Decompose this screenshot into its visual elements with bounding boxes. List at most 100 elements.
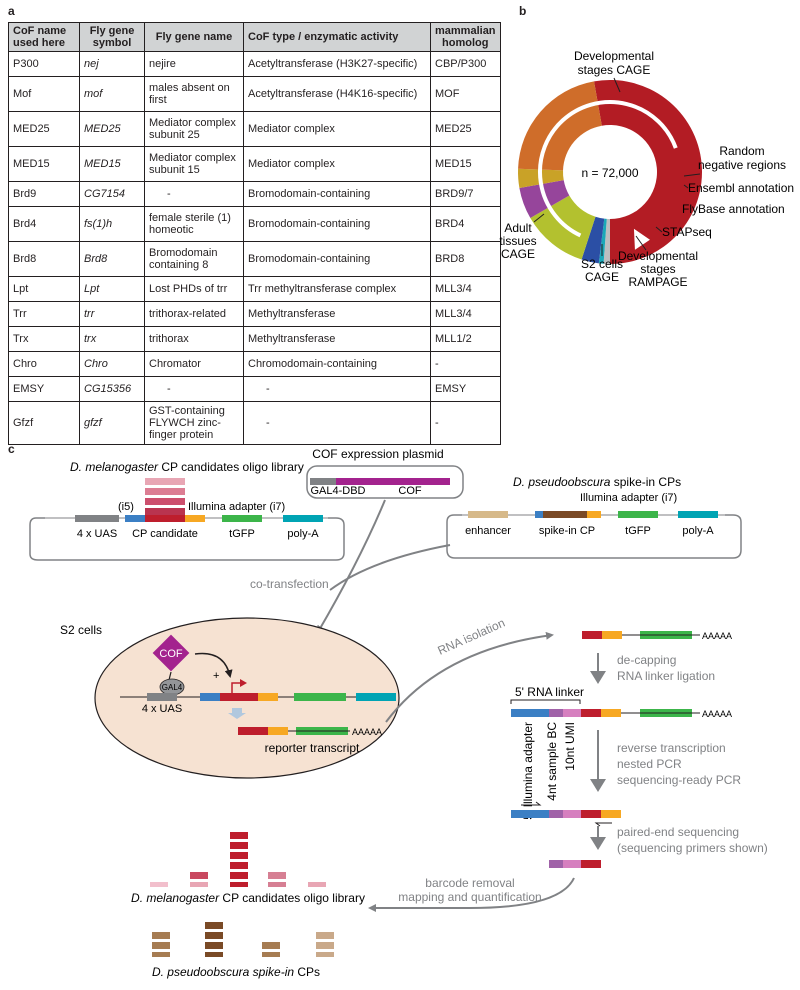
cell-cof-name: Trr: [8, 301, 80, 327]
cell-cof-name: Lpt: [8, 276, 80, 302]
ligation-label: RNA linker ligation: [617, 669, 715, 683]
cell-fly-symbol: trr: [79, 301, 145, 327]
header-fly-symbol: Fly gene symbol: [79, 22, 145, 52]
circular-arrow-icon: [538, 100, 678, 238]
isolated-polya-tail: AAAAA: [702, 631, 732, 641]
cell-cof-name: MED15: [8, 146, 80, 182]
cell-cof-type: Bromodomain-containing: [243, 181, 431, 207]
ligated-polya-tail: AAAAA: [702, 709, 732, 719]
label-dev-cage-1: Developmental: [574, 49, 654, 63]
label-s2-2: CAGE: [585, 270, 619, 284]
cell-fly-symbol: Chro: [79, 351, 145, 377]
label-ensembl: Ensembl annotation: [688, 181, 794, 195]
cell-homolog: -: [430, 351, 501, 377]
cell-fly-gene-name: trithorax: [144, 326, 244, 352]
label-adult-2: tissues: [499, 234, 536, 248]
cell-cof-type: Methyltransferase: [243, 301, 431, 327]
cell-fly-symbol: MED15: [79, 146, 145, 182]
donut-segment-ensembl: [598, 218, 607, 264]
plus-label: +: [213, 670, 219, 682]
cell-fly-symbol: gfzf: [79, 401, 145, 445]
cell-cof-name: Trx: [8, 326, 80, 352]
barcode-removal-label: barcode removal: [425, 876, 514, 890]
cell-fly-symbol: mof: [79, 76, 145, 112]
gal4-label: GAL4: [162, 683, 183, 692]
cell-fly-symbol: Brd8: [79, 241, 145, 277]
enhancer-label: enhancer: [465, 525, 511, 537]
label-rampage-2: stages: [640, 262, 675, 276]
cell-fly-gene-name: -: [144, 376, 244, 402]
cell-fly-gene-name: female sterile (1) homeotic: [144, 206, 244, 242]
cof-diamond: [152, 634, 190, 672]
label-stapseq: STAPseq: [662, 225, 712, 239]
i5-label: (i5): [118, 501, 134, 513]
umi-label: 10nt UMI: [563, 722, 577, 771]
label-rampage-1: Developmental: [618, 249, 698, 263]
s2-cells-label: S2 cells: [60, 623, 102, 637]
donut-segment-flybase: [581, 216, 605, 264]
starrpep-workflow-diagram: COF expression plasmid GAL4-DBD COF D. m…: [29, 447, 768, 979]
cell-fly-gene-name: nejire: [144, 51, 244, 77]
reporter-transcript-label: reporter transcript: [265, 741, 360, 755]
cell-cof-name: Chro: [8, 351, 80, 377]
reporter-polya-tail: AAAAA: [352, 727, 382, 737]
tgfp-label: tGFP: [229, 528, 255, 540]
label-rampage-3: RAMPAGE: [628, 275, 687, 289]
cof-table: CoF name used here Fly gene symbol Fly g…: [8, 22, 501, 445]
cof-plasmid-outline: [306, 465, 464, 499]
cell-fly-gene-name: Mediator complex subunit 25: [144, 111, 244, 147]
cell-cof-name: Brd4: [8, 206, 80, 242]
spike-illumina-i7-label: Illumina adapter (i7): [580, 492, 677, 504]
spike-cp-label: spike-in CP: [539, 525, 595, 537]
rna-linker-label: 5' RNA linker: [515, 685, 584, 699]
cell-fly-gene-name: males absent on first: [144, 76, 244, 112]
header-cof-type: CoF type / enzymatic activity: [243, 22, 431, 52]
header-mammalian-homolog: mammalian homolog: [430, 22, 501, 52]
cell-homolog: BRD9/7: [430, 181, 501, 207]
cell-cof-name: Gfzf: [8, 401, 80, 445]
cell-cof-type: Methyltransferase: [243, 326, 431, 352]
cell-fly-symbol: MED25: [79, 111, 145, 147]
cp-candidate-label: CP candidate: [132, 528, 198, 540]
pse-results-label: D. pseudoobscura spike-in CPs: [152, 965, 320, 979]
cell-cof-name: EMSY: [8, 376, 80, 402]
cell-cof-type: Mediator complex: [243, 111, 431, 147]
cell-cof-type: Trr methyltransferase complex: [243, 276, 431, 302]
cell-cof-type: Bromodomain-containing: [243, 241, 431, 277]
panel-label-c: c: [8, 442, 15, 456]
cell-cof-type: -: [243, 376, 431, 402]
cell-fly-gene-name: Mediator complex subunit 15: [144, 146, 244, 182]
spike-in-title: D. pseudoobscura spike-in CPs: [513, 475, 681, 489]
header-cof-name: CoF name used here: [8, 22, 80, 52]
cell-cof-name: Mof: [8, 76, 80, 112]
donut-segment-stapseq: [530, 195, 596, 260]
cell-fly-symbol: CG15356: [79, 376, 145, 402]
label-dev-cage-2: stages CAGE: [578, 63, 651, 77]
gal4-dbd-label: GAL4-DBD: [310, 485, 365, 497]
cell-cof-name: P300: [8, 51, 80, 77]
cell-homolog: EMSY: [430, 376, 501, 402]
cell-homolog: MLL1/2: [430, 326, 501, 352]
seq-primers-label: (sequencing primers shown): [617, 841, 768, 855]
sample-bc-label: 4nt sample BC: [545, 722, 559, 801]
cell-fly-symbol: CG7154: [79, 181, 145, 207]
cell-cof-type: Chromodomain-containing: [243, 351, 431, 377]
label-random-2: negative regions: [698, 158, 786, 172]
cell-homolog: CBP/P300: [430, 51, 501, 77]
illumina-i7-label: Illumina adapter (i7): [188, 501, 285, 513]
arrowhead-icon: [633, 228, 650, 250]
co-transfection-label: co-transfection: [250, 577, 329, 591]
cof-plasmid-title: COF expression plasmid: [312, 447, 443, 461]
table-header-row: CoF name used here Fly gene symbol Fly g…: [8, 22, 501, 52]
label-adult-3: CAGE: [501, 247, 535, 261]
cell-fly-symbol: fs(1)h: [79, 206, 145, 242]
donut-segment-random: [603, 218, 610, 264]
seq-pcr-label: sequencing-ready PCR: [617, 773, 741, 787]
cell-homolog: MLL3/4: [430, 276, 501, 302]
cell-fly-gene-name: Lost PHDs of trr: [144, 276, 244, 302]
cell-fly-gene-name: trithorax-related: [144, 301, 244, 327]
